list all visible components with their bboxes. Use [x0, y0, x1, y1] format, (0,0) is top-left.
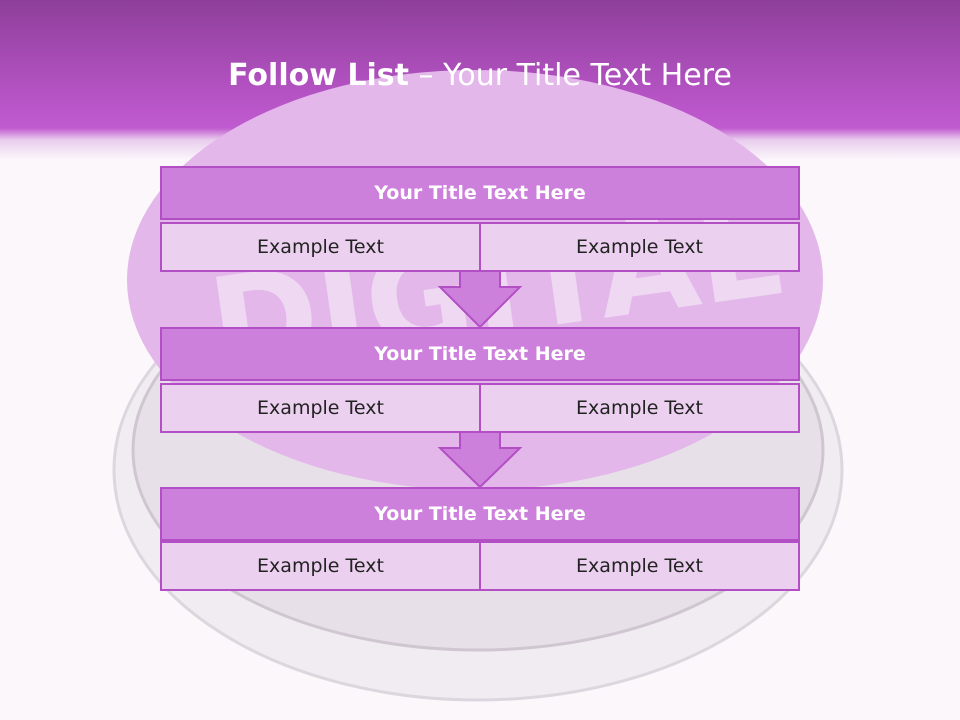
arrow-down-icon [437, 431, 523, 489]
block-1-left-cell: Example Text [160, 222, 481, 272]
block-2-title: Your Title Text Here [160, 327, 800, 381]
title-bold: Follow List [228, 58, 409, 93]
block-3-left-cell: Example Text [160, 541, 481, 591]
block-1-title: Your Title Text Here [160, 166, 800, 220]
block-1-right-cell: Example Text [479, 222, 800, 272]
arrow-down-icon [437, 269, 523, 329]
block-2-left-cell: Example Text [160, 383, 481, 433]
block-3-title: Your Title Text Here [160, 487, 800, 541]
title-rest: – Your Title Text Here [418, 58, 732, 93]
block-2-right-cell: Example Text [479, 383, 800, 433]
slide-title: Follow List – Your Title Text Here [0, 54, 960, 98]
block-3-right-cell: Example Text [479, 541, 800, 591]
